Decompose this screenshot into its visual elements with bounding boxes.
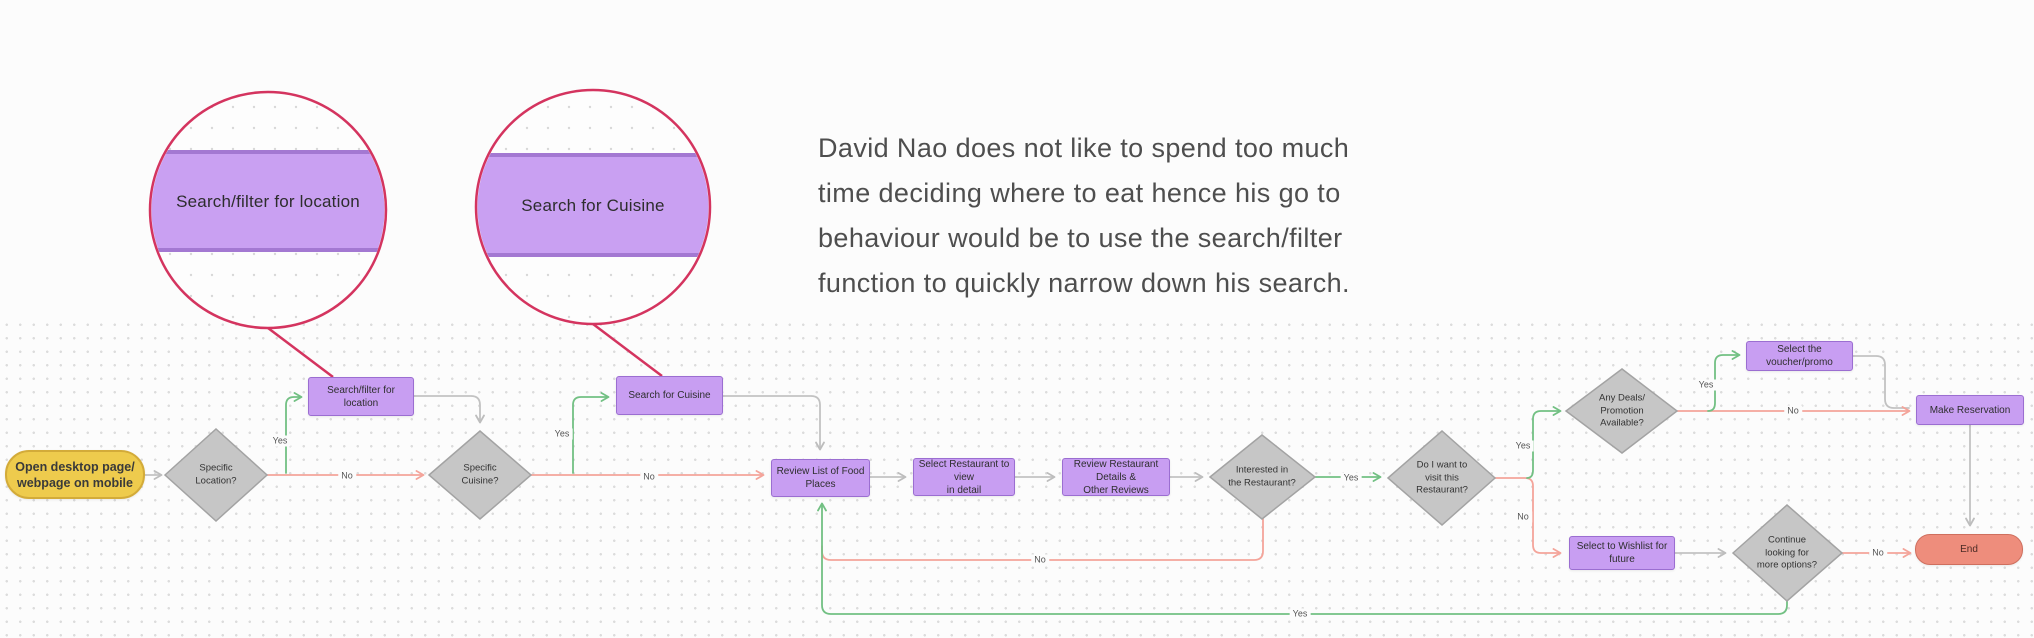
- edge-label-yes: Yes: [1289, 608, 1311, 620]
- edge-yes-deals-to-voucher: [1707, 350, 1741, 412]
- edge-label-no: No: [1031, 554, 1049, 566]
- node-review-list[interactable]: Review List of Food Places: [771, 459, 870, 497]
- decision-any-deals[interactable]: [1564, 368, 1679, 454]
- edge-yes-location-to-searchfilter: [285, 392, 303, 474]
- magnifier-ring: [474, 88, 712, 326]
- magnifier-cuisine-label: Search for Cuisine: [521, 196, 665, 215]
- node-select-restaurant[interactable]: Select Restaurant to view in detail: [913, 458, 1015, 496]
- magnified-purple-bar: [151, 150, 385, 252]
- edge-label-no: No: [1514, 511, 1532, 523]
- decision-shapes: [163, 368, 1844, 602]
- decision-continue-looking[interactable]: [1731, 504, 1844, 602]
- edge-label-yes: Yes: [269, 435, 291, 447]
- node-end[interactable]: End: [1915, 534, 2023, 565]
- edge-label-yes: Yes: [1695, 379, 1717, 391]
- decision-any-deals-label: Any Deals/ Promotion Available?: [1599, 392, 1645, 429]
- magnifier-cuisine[interactable]: [474, 88, 714, 377]
- edge-voucher-to-reservation: [1852, 355, 1910, 409]
- magnifier-pointer-line: [267, 327, 334, 378]
- edge-label-no: No: [338, 470, 356, 482]
- persona-note-line: David Nao does not like to spend too muc…: [818, 133, 1350, 163]
- node-select-voucher[interactable]: Select the voucher/promo: [1746, 341, 1853, 371]
- edge-searchcuisine-to-reviewlist: [722, 395, 825, 451]
- node-review-details[interactable]: Review Restaurant Details & Other Review…: [1062, 458, 1170, 496]
- persona-note-line: behaviour would be to use the search/fil…: [818, 223, 1343, 253]
- magnifier-location[interactable]: [148, 90, 388, 378]
- edge-label-yes: Yes: [551, 428, 573, 440]
- node-wishlist[interactable]: Select to Wishlist for future: [1569, 536, 1675, 570]
- decision-want-visit[interactable]: [1386, 430, 1497, 526]
- magnifier-location-label: Search/filter for location: [176, 192, 360, 211]
- edge-label-no: No: [1869, 547, 1887, 559]
- decision-interested-label: Interested in the Restaurant?: [1228, 464, 1296, 489]
- edge-yes-cuisine-to-searchcuisine: [572, 392, 610, 474]
- persona-note[interactable]: David Nao does not like to spend too muc…: [818, 126, 1350, 306]
- magnifier-ring: [148, 90, 388, 330]
- decision-want-visit-label: Do I want to visit this Restaurant?: [1416, 459, 1468, 496]
- decision-specific-cuisine[interactable]: [427, 430, 533, 520]
- decision-continue-looking-label: Continue looking for more options?: [1756, 534, 1818, 571]
- persona-note-line: function to quickly narrow down his sear…: [818, 268, 1350, 298]
- edge-label-no: No: [640, 471, 658, 483]
- node-search-filter-location[interactable]: Search/filter for location: [308, 377, 414, 416]
- edge-searchfilter-to-cuisine-decision: [413, 395, 485, 424]
- edge-label-yes: Yes: [1340, 472, 1362, 484]
- edges-default: [144, 355, 1975, 558]
- decision-interested[interactable]: [1208, 434, 1317, 520]
- magnifier-pointer-line: [592, 323, 663, 377]
- node-search-cuisine[interactable]: Search for Cuisine: [616, 376, 723, 415]
- decision-specific-location-label: Specific Location?: [195, 462, 237, 487]
- edge-label-no: No: [1784, 405, 1802, 417]
- edge-yes-wantvisit-to-deals: [1526, 406, 1562, 479]
- decision-specific-location[interactable]: [163, 427, 269, 523]
- node-open-desktop-page[interactable]: Open desktop page/ webpage on mobile: [5, 450, 145, 499]
- persona-note-line: time deciding where to eat hence his go …: [818, 178, 1341, 208]
- edge-label-yes: Yes: [1512, 440, 1534, 452]
- node-make-reservation[interactable]: Make Reservation: [1916, 395, 2024, 425]
- decision-specific-cuisine-label: Specific Cuisine?: [461, 462, 499, 487]
- magnified-purple-bar: [477, 153, 709, 257]
